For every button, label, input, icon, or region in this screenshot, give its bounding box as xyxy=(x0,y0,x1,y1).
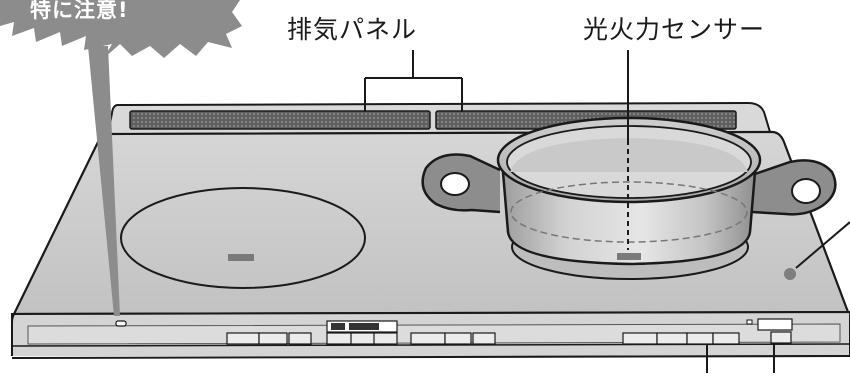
exhaust-panel-leader xyxy=(364,50,463,112)
callout-burst xyxy=(0,0,242,58)
left-burner-mark xyxy=(228,254,254,261)
control-buttons xyxy=(226,331,792,345)
main-power-button xyxy=(757,318,793,331)
indicator-led xyxy=(115,320,127,327)
sensor-dot xyxy=(784,268,796,280)
exhaust-vent-left xyxy=(129,110,431,130)
exhaust-panel-label: 排気パネル xyxy=(287,15,418,44)
left-burner-ring xyxy=(120,187,366,289)
right-burner-mark xyxy=(617,253,641,260)
callout-label: 特に注意! xyxy=(30,0,129,22)
callout-pointer xyxy=(88,46,120,316)
light-heat-sensor-label: 光火力センサー xyxy=(583,15,766,44)
